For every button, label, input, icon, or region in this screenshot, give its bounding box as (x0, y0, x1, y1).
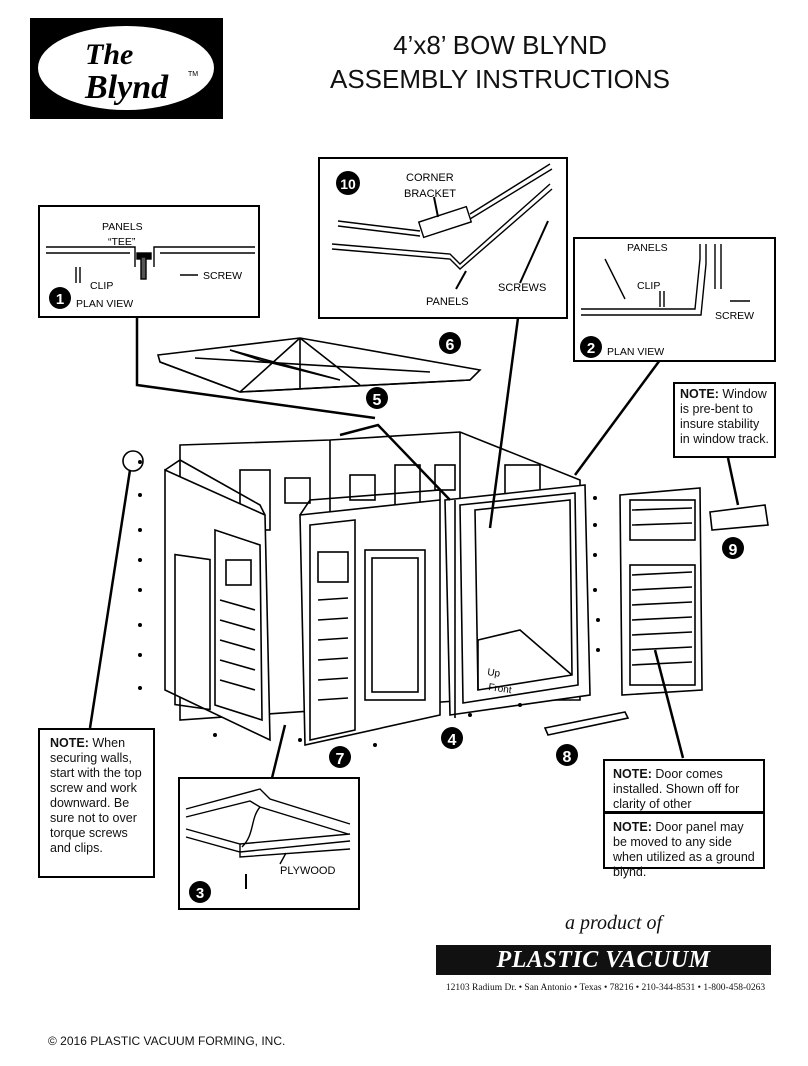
callout-step-2: PANELS CLIP SCREW 2 PLAN VIEW (573, 237, 776, 362)
note-door-panel-label: NOTE: (613, 820, 652, 834)
logo-tm: TM (188, 71, 198, 78)
note-door-panel: NOTE: Door panel may be moved to any sid… (603, 812, 765, 879)
leader-lines (88, 317, 740, 779)
callout-2-clip: CLIP (637, 280, 660, 292)
label-front: Front (488, 682, 513, 696)
screw-markers (138, 460, 600, 747)
step-6-badge (439, 332, 461, 354)
door-panel (619, 487, 703, 696)
step-7-badge (329, 746, 351, 768)
step-5-number: 5 (373, 392, 382, 409)
step-10-badge (336, 171, 360, 195)
note-window-label: NOTE: (680, 387, 719, 401)
callout-1-clip: CLIP (90, 280, 113, 292)
callout-1-caption: PLAN VIEW (76, 298, 133, 310)
note-walls-label: NOTE: (50, 736, 89, 750)
step-7-number: 7 (336, 751, 345, 768)
logo: The Blynd TM (30, 18, 223, 119)
note-walls: NOTE: When securing walls, start with th… (38, 728, 155, 878)
step-badges: 6 5 4 7 8 9 (329, 332, 744, 768)
callout-1-panels: PANELS (102, 221, 143, 233)
left-wall (164, 459, 271, 742)
screw-highlight-circle (122, 450, 144, 472)
callout-step-10: 10 CORNER BRACKET PANELS SCREWS (318, 157, 568, 319)
copyright-footer: © 2016 PLASTIC VACUUM FORMING, INC. (48, 1034, 286, 1048)
door-frame (444, 484, 591, 718)
note-door: NOTE: Door comes installed. Shown off fo… (603, 759, 765, 826)
callout-3-art: PLYWOOD 3 (185, 788, 351, 903)
callout-2-caption: PLAN VIEW (607, 346, 664, 358)
callout-10-screws: SCREWS (498, 282, 546, 294)
note-door-panel-text: Door panel may be moved to any side when… (613, 820, 755, 879)
title-line2: ASSEMBLY INSTRUCTIONS (330, 64, 670, 94)
callout-1-art: PANELS “TEE” CLIP SCREW 1 PLAN VIEW (46, 221, 255, 310)
step-9-badge (722, 537, 744, 559)
label-up: Up (487, 667, 502, 680)
callout-2-panels: PANELS (627, 242, 668, 254)
step-2-badge (580, 336, 602, 358)
callout-step-1: PANELS “TEE” CLIP SCREW 1 PLAN VIEW (38, 205, 260, 318)
step-3-number: 3 (196, 885, 204, 902)
step-5-badge (366, 387, 388, 409)
logo-oval: The Blynd TM (38, 26, 214, 110)
logo-the: The (85, 38, 133, 71)
step-4-number: 4 (448, 732, 457, 749)
page-title: 4’x8’ BOW BLYND ASSEMBLY INSTRUCTIONS (300, 28, 700, 96)
callout-10-corner: CORNER (406, 172, 454, 184)
company-banner: PLASTIC VACUUM FORMING,INC. (436, 945, 771, 1003)
callout-2-screw: SCREW (715, 310, 754, 322)
callout-10-panels: PANELS (426, 296, 469, 308)
step-10-number: 10 (340, 176, 356, 192)
window-piece (709, 504, 769, 531)
callout-10-bracket: BRACKET (404, 188, 456, 200)
step-8-number: 8 (563, 749, 572, 766)
callout-step-3: PLYWOOD 3 (178, 777, 360, 910)
product-of-label: a product of (565, 912, 663, 934)
note-window-text: Window is pre-bent to insure stability i… (680, 387, 769, 446)
callout-10-art: 10 CORNER BRACKET PANELS SCREWS (331, 163, 553, 308)
step-8-badge (556, 744, 578, 766)
step-2-number: 2 (587, 340, 595, 357)
callout-1-tee: “TEE” (108, 236, 136, 248)
title-line1: 4’x8’ BOW BLYND (393, 30, 607, 60)
roof-panel (156, 337, 482, 393)
callout-1-screw: SCREW (203, 270, 242, 282)
callout-2-art: PANELS CLIP SCREW 2 PLAN VIEW (580, 242, 754, 358)
step-3-badge (189, 881, 211, 903)
step-1-number: 1 (56, 291, 64, 308)
callout-3-plywood: PLYWOOD (280, 865, 335, 877)
note-door-label: NOTE: (613, 767, 652, 781)
note-window: NOTE: Window is pre-bent to insure stabi… (673, 382, 776, 458)
note-walls-text: When securing walls, start with the top … (50, 736, 142, 855)
step-9-number: 9 (729, 542, 738, 559)
ground-rail (543, 711, 630, 736)
logo-blynd: Blynd (84, 69, 169, 106)
company-address: 12103 Radium Dr. • San Antonio • Texas •… (445, 983, 766, 993)
step-6-number: 6 (446, 337, 455, 354)
middle-wall (299, 489, 441, 746)
step-1-badge (49, 287, 71, 309)
step-4-badge (441, 727, 463, 749)
